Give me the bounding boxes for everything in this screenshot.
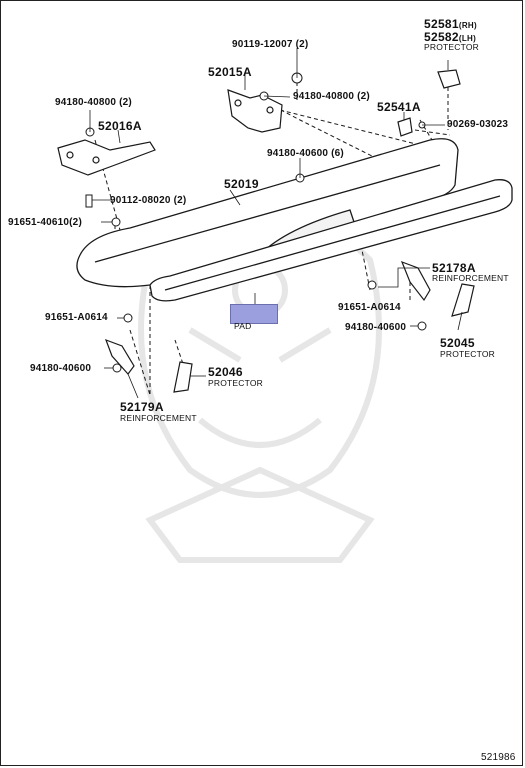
bracket-52015A <box>227 89 283 133</box>
reinforcement-52178A <box>400 260 431 302</box>
label-90119-12007: 90119-12007 (2) <box>232 39 309 50</box>
reinforcement-52179A <box>104 338 135 375</box>
label-52582: 52582(LH) <box>424 30 477 44</box>
label-protector-left: PROTECTOR <box>208 378 264 388</box>
label-94180-40600-right: 94180-40600 <box>345 322 407 333</box>
label-52046: 52046 <box>208 365 243 379</box>
label-protector-top: PROTECTOR <box>424 42 480 52</box>
label-94180-40800-a: 94180-40800 (2) <box>55 97 132 108</box>
label-52016A: 52016A <box>98 119 142 133</box>
label-90112-08020: 90112-08020 (2) <box>110 195 187 206</box>
label-52178A: 52178A <box>432 261 476 275</box>
label-91651-A0614-right: 91651-A0614 <box>338 302 401 313</box>
label-52045: 52045 <box>440 336 475 350</box>
label-protector-right: PROTECTOR <box>440 349 496 359</box>
label-52541A: 52541A <box>377 100 421 114</box>
label-91651-40610: 91651-40610(2) <box>8 217 82 228</box>
label-90269-03023: 90269-03023 <box>447 119 509 130</box>
callout-leaders <box>89 48 463 399</box>
label-reinforcement-right: REINFORCEMENT <box>432 273 509 283</box>
label-52179A: 52179A <box>120 400 164 414</box>
fasteners <box>85 72 427 373</box>
bumper-pad-strip <box>149 179 513 302</box>
label-pad: PAD <box>234 321 252 331</box>
clip-52541A <box>397 117 413 137</box>
label-94180-40600-a: 94180-40600 (6) <box>267 148 344 159</box>
bracket-52016A <box>57 139 156 176</box>
label-reinforcement-left: REINFORCEMENT <box>120 413 197 423</box>
protector-52581 <box>437 69 461 89</box>
label-52581: 52581(RH) <box>424 17 477 31</box>
protector-52046 <box>173 361 193 393</box>
label-52019: 52019 <box>224 177 259 191</box>
label-52015A: 52015A <box>208 65 252 79</box>
label-94180-40600-left: 94180-40600 <box>30 363 92 374</box>
figure-number: 521986 <box>481 752 516 763</box>
pad-highlight-box <box>230 304 278 324</box>
protector-52045 <box>451 283 475 317</box>
label-91651-A0614-left: 91651-A0614 <box>45 312 108 323</box>
label-94180-40800-b: 94180-40800 (2) <box>293 91 370 102</box>
